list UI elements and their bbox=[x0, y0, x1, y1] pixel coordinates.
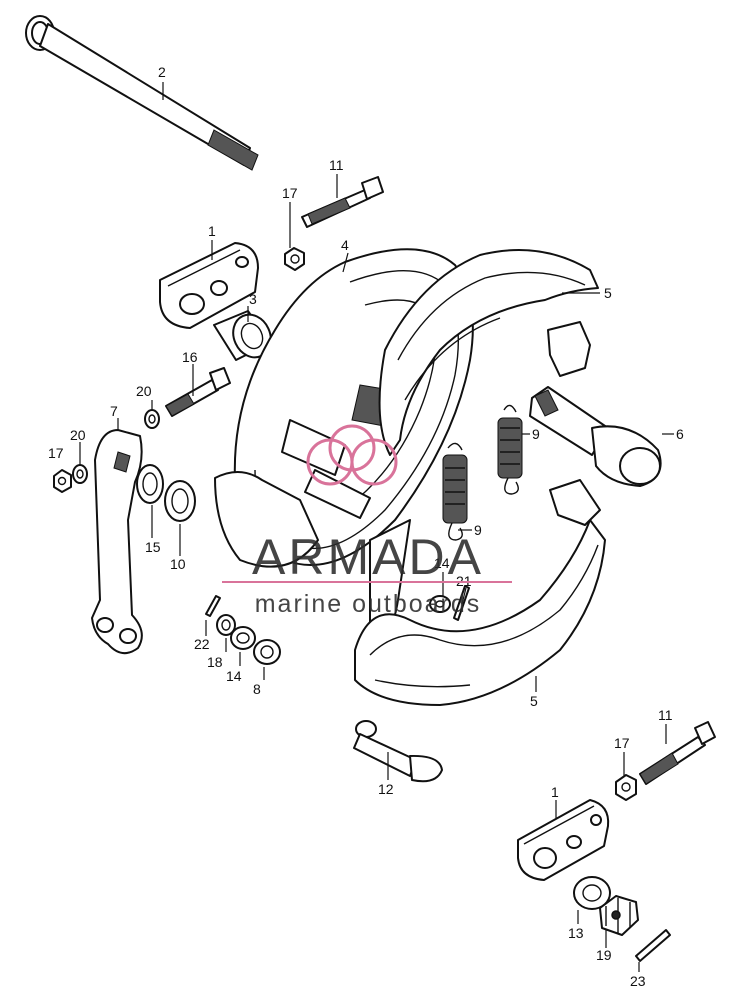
callout-19: 19 bbox=[596, 947, 612, 963]
watermark: ARMADA marine outboards bbox=[222, 424, 512, 618]
callout-1-top: 1 bbox=[208, 223, 216, 239]
callout-17-left: 17 bbox=[48, 445, 64, 461]
callout-14-a: 14 bbox=[434, 555, 450, 571]
axle-part bbox=[25, 15, 259, 171]
chain-adjuster-top-part bbox=[159, 242, 259, 329]
callout-22: 22 bbox=[194, 636, 210, 652]
callout-6: 6 bbox=[676, 426, 684, 442]
leader-4 bbox=[342, 252, 349, 273]
bolt-bottom-part bbox=[639, 721, 716, 785]
callout-12: 12 bbox=[378, 781, 394, 797]
brake-cam-part bbox=[529, 386, 662, 487]
washer-left-part bbox=[72, 464, 88, 484]
nut-top-part bbox=[284, 247, 305, 271]
washer-14-left-part bbox=[230, 626, 256, 650]
bolt-16-part bbox=[165, 367, 231, 417]
nut-bottom-part bbox=[615, 774, 637, 801]
armada-logo-icon bbox=[306, 424, 398, 486]
callout-17-top: 17 bbox=[282, 185, 298, 201]
nut-left-part bbox=[53, 469, 72, 493]
leader-21 bbox=[461, 587, 467, 605]
washer-upper-part bbox=[144, 409, 160, 429]
cotter-pin-22-part bbox=[205, 595, 221, 617]
anchor-pin-12-part bbox=[353, 720, 443, 783]
washer-13-part bbox=[573, 876, 611, 910]
castle-nut-19-part bbox=[599, 895, 639, 936]
callout-11-bottom: 11 bbox=[658, 707, 673, 723]
callout-18: 18 bbox=[207, 654, 223, 670]
seal-10-part bbox=[164, 480, 196, 522]
callout-3: 3 bbox=[249, 291, 257, 307]
callout-labels: 2 11 17 1 4 5 3 16 20 7 20 17 9 6 9 15 1… bbox=[48, 64, 684, 989]
watermark-tagline: marine outboards bbox=[255, 590, 482, 618]
leader-lines bbox=[79, 82, 674, 972]
washer-15-part bbox=[136, 464, 164, 504]
washer-8-part bbox=[253, 639, 281, 665]
washer-14-center-part bbox=[429, 595, 451, 613]
callout-13: 13 bbox=[568, 925, 584, 941]
chain-adjuster-bottom-part bbox=[517, 799, 610, 881]
brake-shoe-bottom-part bbox=[354, 479, 606, 706]
callout-17-bottom: 17 bbox=[614, 735, 630, 751]
callout-15: 15 bbox=[145, 539, 161, 555]
callout-9-b: 9 bbox=[474, 522, 482, 538]
callout-4: 4 bbox=[341, 237, 349, 253]
callout-1-bottom: 1 bbox=[551, 784, 559, 800]
callout-5-bottom: 5 bbox=[530, 693, 538, 709]
callout-7: 7 bbox=[110, 403, 118, 419]
spring-right-part bbox=[497, 404, 523, 495]
callout-16: 16 bbox=[182, 349, 198, 365]
callout-23: 23 bbox=[630, 973, 646, 989]
callout-20-a: 20 bbox=[136, 383, 152, 399]
callout-11-top: 11 bbox=[329, 157, 344, 173]
cotter-pin-21-part bbox=[453, 585, 470, 621]
callout-2: 2 bbox=[158, 64, 166, 80]
brake-shoe-top-part bbox=[378, 249, 599, 456]
nut-18-part bbox=[216, 614, 236, 636]
callout-10: 10 bbox=[170, 556, 186, 572]
callout-8: 8 bbox=[253, 681, 261, 697]
spring-center-part bbox=[442, 442, 468, 541]
callout-5-top: 5 bbox=[604, 285, 612, 301]
cotter-pin-23-part bbox=[635, 929, 671, 962]
callout-14-b: 14 bbox=[226, 668, 242, 684]
bolt-top-part bbox=[301, 176, 384, 228]
watermark-brand: ARMADA bbox=[252, 529, 484, 585]
brake-arm-part bbox=[91, 429, 143, 655]
callout-9-a: 9 bbox=[532, 426, 540, 442]
callout-20-b: 20 bbox=[70, 427, 86, 443]
